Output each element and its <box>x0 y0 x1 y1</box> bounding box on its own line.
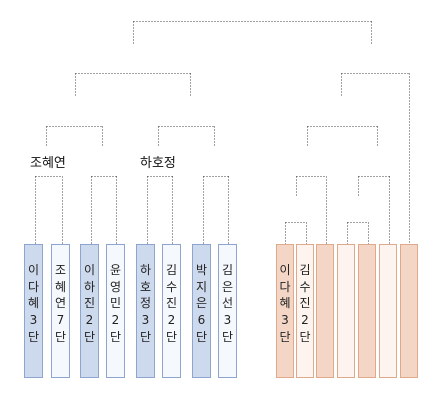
winner-label-right: 하호정 <box>140 156 176 171</box>
winner-label-left: 조혜연 <box>30 156 66 171</box>
player-name <box>338 245 354 262</box>
player-box <box>358 244 376 378</box>
player-box <box>316 244 334 378</box>
player-name <box>317 245 333 262</box>
player-box <box>400 244 418 378</box>
player-name <box>401 245 417 262</box>
player-name <box>359 245 375 262</box>
player-box <box>379 244 397 378</box>
player-name <box>380 245 396 262</box>
player-box <box>337 244 355 378</box>
